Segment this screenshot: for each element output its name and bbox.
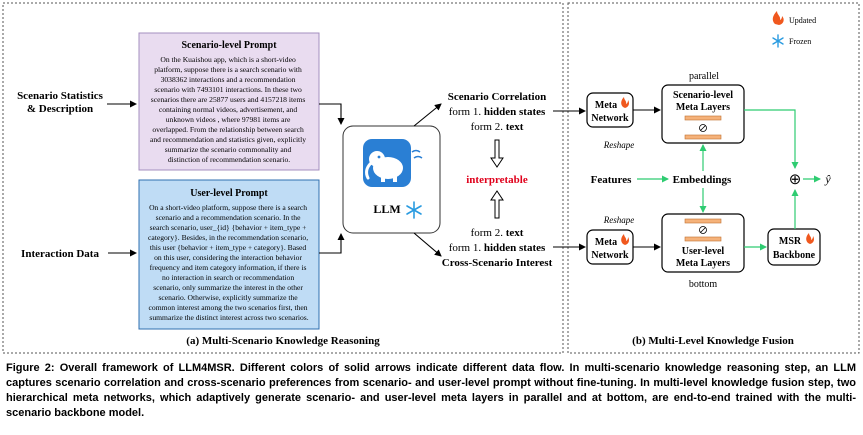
scenario-form2-text: text	[506, 121, 524, 133]
frozen-snowflake-icon	[406, 201, 422, 219]
scenario-prompt-line: scenario with 7493101 interactions. In t…	[154, 85, 302, 94]
user-form2-text: text	[506, 227, 524, 239]
scenario-correlation-label: Scenario Correlation	[448, 91, 546, 103]
arrow-scenario-prompt-to-llm	[319, 103, 345, 125]
scenario-meta-layers-label2: Meta Layers	[676, 102, 730, 113]
features-label: Features	[591, 174, 632, 186]
scenario-prompt-line: unknown videos , where 97981 items are	[166, 115, 291, 124]
parallel-label: parallel	[689, 71, 719, 82]
scenario-layer-bar	[684, 134, 722, 140]
scenario-form1-prefix: form 1.	[449, 106, 482, 118]
user-prompt-line: this user {behavior + item_type + catego…	[150, 243, 307, 252]
cross-scenario-label: Cross-Scenario Interest	[442, 257, 553, 269]
arrow-scenario-layers-to-sum	[744, 109, 799, 169]
scenario-prompt-box	[138, 32, 320, 171]
reshape-bottom-label: Reshape	[603, 215, 635, 225]
user-prompt-line: On a short-video platform, suppose there…	[149, 203, 307, 212]
figure-caption: Figure 2: Overall framework of LLM4MSR. …	[6, 362, 856, 419]
user-prompt-line: scenario and a recommendation scenario. …	[156, 213, 301, 222]
scenario-prompt-line: distinction of recommendation scenario.	[168, 155, 290, 164]
user-form1: form 1. hidden states	[449, 242, 546, 254]
user-prompt-line: summarize the distinct interest across t…	[149, 313, 308, 322]
backbone-label: Backbone	[773, 250, 816, 261]
scenario-prompt-line: summarize the scenario commonality and	[165, 145, 292, 154]
user-prompt-title: User-level Prompt	[190, 188, 268, 199]
scenario-meta-network-label1: Meta	[595, 100, 617, 111]
scenario-meta-flame-icon	[621, 97, 629, 108]
panel-b-frame	[567, 2, 860, 354]
scenario-form1: form 1. hidden states	[449, 106, 546, 118]
user-prompt-line: scenario. Otherwise, explicitly summariz…	[158, 293, 298, 302]
user-meta-network-label1: Meta	[595, 237, 617, 248]
scenario-form2-prefix: form 2.	[471, 121, 504, 133]
reshape-top-label: Reshape	[603, 140, 635, 150]
panel-a-title: (a) Multi-Scenario Knowledge Reasoning	[186, 335, 380, 347]
user-prompt-body: On a short-video platform, suppose there…	[148, 203, 310, 322]
scenario-prompt-line: platform, suppose there is a search scen…	[154, 65, 302, 74]
user-prompt-line: on this user, considering the interactio…	[154, 253, 302, 262]
scenario-meta-network-label2: Network	[591, 113, 629, 124]
user-meta-layers-box	[661, 213, 745, 273]
scenario-stats-label: Scenario Statistics	[17, 90, 104, 102]
scenario-layer-bar	[684, 115, 722, 121]
hollow-arrow-down	[490, 139, 504, 168]
interpretable-label: interpretable	[466, 174, 528, 186]
arrow-llm-up	[413, 103, 442, 127]
msr-flame-icon	[806, 233, 814, 244]
arrow-llm-down	[413, 232, 442, 257]
user-form1-hidden-states: hidden states	[484, 242, 546, 254]
user-meta-layers-label1: User-level	[682, 246, 725, 257]
user-prompt-line: search scenario, user_{id} {behavior + i…	[150, 223, 307, 232]
user-meta-layers-label2: Meta Layers	[676, 258, 730, 269]
scenario-prompt-body: On the Kuaishou app, which is a short-vi…	[150, 55, 308, 164]
scenario-prompt-line: scenarios there are 25877 users and 4157…	[151, 95, 306, 104]
user-meta-flame-icon	[621, 234, 629, 245]
scenario-prompt-line: 3038362 interactions and a recommendatio…	[161, 75, 296, 84]
user-form1-prefix: form 1.	[449, 242, 482, 254]
scenario-prompt-line: overlapped. From the relationship betwee…	[152, 125, 304, 134]
framework-diagram: Scenario Statistics & Description Intera…	[2, 2, 860, 354]
y-hat-label: ŷ	[824, 172, 831, 186]
scenario-form1-hidden-states: hidden states	[484, 106, 546, 118]
scenario-prompt-title: Scenario-level Prompt	[181, 40, 277, 51]
scenario-prompt-line: On the Kuaishou app, which is a short-vi…	[160, 55, 296, 64]
embeddings-label: Embeddings	[673, 174, 732, 186]
updated-flame-icon	[772, 11, 784, 25]
llm-label: LLM	[373, 202, 400, 216]
user-prompt-line: scenario, only summarize the interest in…	[153, 283, 303, 292]
msr-label: MSR	[779, 236, 802, 247]
user-layer-bar	[684, 236, 722, 242]
arrow-user-prompt-to-llm	[319, 233, 345, 254]
legend-updated: Updated	[789, 16, 816, 25]
llm-logo-icon	[363, 139, 423, 187]
user-layer-bar	[684, 218, 722, 224]
user-form2-prefix: form 2.	[471, 227, 504, 239]
legend-frozen: Frozen	[789, 37, 811, 46]
user-form2: form 2. text	[471, 227, 524, 239]
scenario-form2: form 2. text	[471, 121, 524, 133]
interaction-data-label: Interaction Data	[21, 248, 99, 260]
user-prompt-line: frequency and item category information,…	[150, 263, 307, 272]
bottom-label: bottom	[689, 279, 718, 290]
scenario-prompt-line: and recommendation and statistics given,…	[150, 135, 306, 144]
user-meta-network-label2: Network	[591, 250, 629, 261]
user-prompt-line: common interest among the two scenarios …	[149, 303, 308, 312]
user-prompt-line: no interaction in search or recommendati…	[162, 273, 294, 282]
panel-a-frame	[2, 2, 564, 354]
legend-snowflake-icon	[772, 34, 784, 48]
user-prompt-line: category}. Besides, in the recommendatio…	[148, 233, 308, 242]
scenario-description-label: & Description	[27, 103, 93, 115]
panel-b-title: (b) Multi-Level Knowledge Fusion	[632, 335, 794, 347]
user-prompt-box	[138, 179, 320, 330]
hollow-arrow-up	[490, 190, 504, 219]
scenario-meta-layers-box	[661, 84, 745, 144]
oplus-symbol: ⊕	[789, 172, 802, 188]
scenario-prompt-line: containing normal videos, advertisement,…	[159, 105, 298, 114]
scenario-meta-layers-label1: Scenario-level	[673, 90, 733, 101]
